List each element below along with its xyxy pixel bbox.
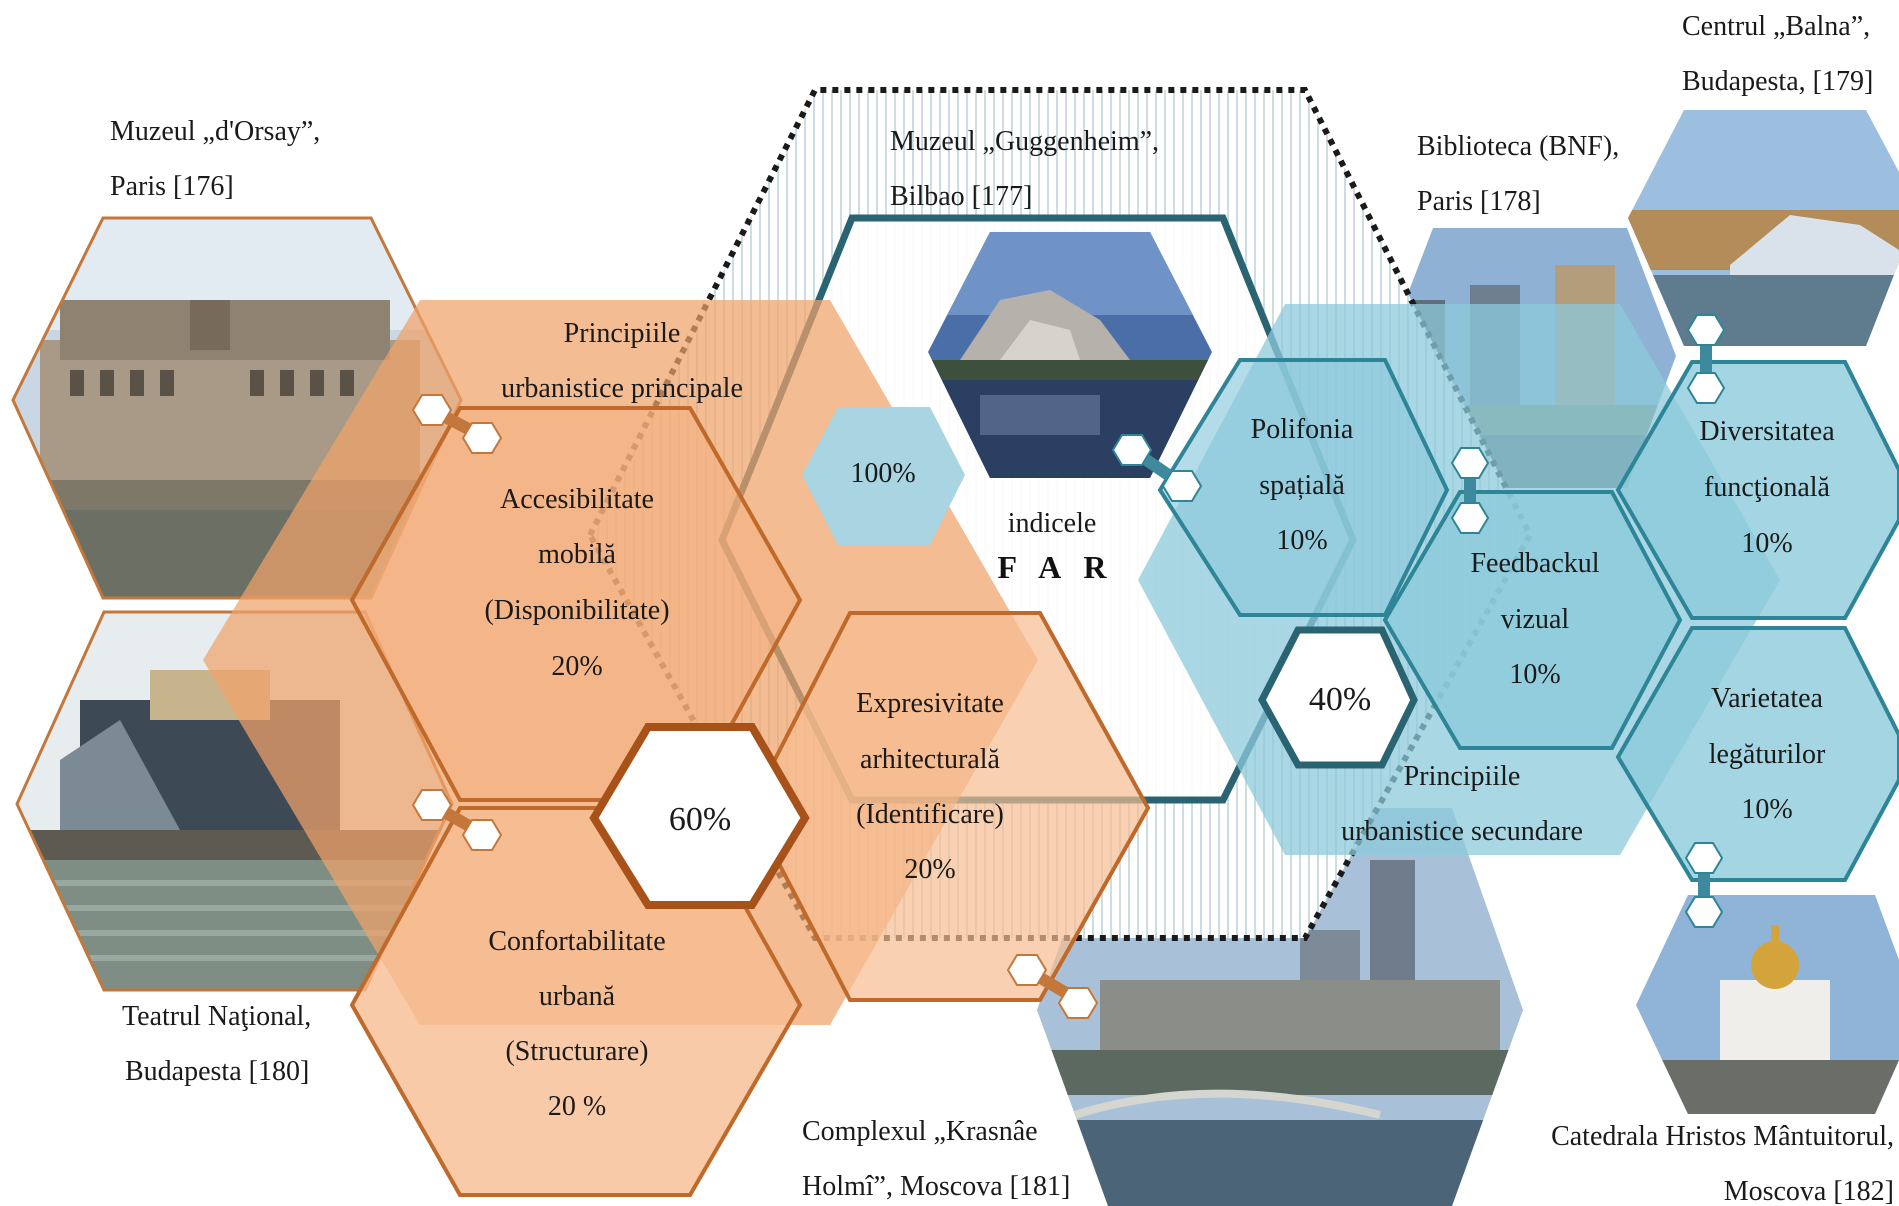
criterion-line1: Polifonia [1251, 414, 1354, 445]
criterion-varietatea: Varietatea legăturilor 10% [1709, 683, 1826, 825]
criterion-line3: (Identificare) [856, 799, 1004, 830]
caption-guggenheim: Muzeul „Guggenheim”, Bilbao [177] [890, 126, 1159, 212]
total-share-label: 100% [850, 458, 915, 489]
primary-share-label: 60% [669, 801, 731, 838]
criterion-line1: Accesibilitate [500, 484, 654, 515]
criterion-line2: funcţională [1704, 472, 1831, 503]
far-index-label: indicele [1008, 508, 1097, 539]
criterion-value: 10% [1741, 528, 1792, 559]
far-index-name: F A R [997, 549, 1114, 585]
caption-bnf: Biblioteca (BNF), Paris [178] [1417, 131, 1619, 217]
caption-krasnae-holmi: Complexul „Krasnâe Holmî”, Moscova [181] [802, 1116, 1070, 1202]
connector-hristos [1684, 842, 1724, 928]
primary-share-hexagon [589, 723, 810, 909]
criterion-accesibilitate: Accesibilitate mobilă (Disponibilitate) … [484, 484, 669, 682]
caption-hristos: Catedrala Hristos Mântuitorul, Moscova [… [1551, 1121, 1894, 1206]
caption-line2: Budapesta, [179] [1682, 66, 1873, 97]
criterion-accesibilitate-hexagon [349, 406, 803, 802]
criterion-value: 20% [551, 651, 602, 682]
criterion-value: 10% [1509, 659, 1560, 690]
criterion-value: 10% [1276, 525, 1327, 556]
total-share-hexagon [802, 407, 965, 545]
caption-line2: Budapesta [180] [125, 1056, 309, 1087]
caption-balna: Centrul „Balna”, Budapesta, [179] [1682, 11, 1873, 97]
caption-line1: Complexul „Krasnâe [802, 1116, 1038, 1147]
criterion-line1: Varietatea [1711, 683, 1823, 714]
criterion-line1: Diversitatea [1699, 416, 1835, 447]
criterion-line2: vizual [1501, 604, 1570, 635]
primary-group-title-line2: urbanistice principale [501, 373, 743, 404]
secondary-share-label: 40% [1309, 681, 1371, 718]
photo-balna [1628, 110, 1899, 346]
caption-line1: Catedrala Hristos Mântuitorul, [1551, 1121, 1894, 1152]
connector-balna [1686, 314, 1726, 404]
criterion-expresivitate-hexagon [747, 611, 1151, 1002]
caption-line1: Muzeul „Guggenheim”, [890, 126, 1159, 157]
caption-line1: Biblioteca (BNF), [1417, 131, 1619, 162]
connector-orsay [411, 394, 503, 454]
criterion-line2: urbană [539, 981, 616, 1012]
caption-line2: Paris [176] [110, 171, 234, 202]
criterion-line1: Expresivitate [856, 688, 1004, 719]
criterion-line1: Feedbackul [1470, 548, 1599, 579]
criterion-line2: arhitecturală [860, 744, 1000, 775]
criterion-line1: Confortabilitate [488, 926, 665, 957]
caption-line2: Bilbao [177] [890, 181, 1032, 212]
caption-line1: Centrul „Balna”, [1682, 11, 1870, 42]
secondary-group-title-line2: urbanistice secundare [1341, 816, 1583, 847]
criterion-line2: legăturilor [1709, 739, 1826, 770]
caption-line1: Muzeul „d'Orsay”, [110, 116, 320, 147]
criterion-varietatea-hexagon [1615, 626, 1899, 882]
criterion-polifonia-hexagon [1157, 358, 1450, 617]
criterion-line2: spațială [1259, 470, 1345, 501]
caption-teatru: Teatrul Naţional, Budapesta [180] [122, 1001, 311, 1087]
primary-group-title-line1: Principiile [564, 318, 681, 349]
connector-krasnae [1006, 954, 1099, 1019]
criterion-value: 20% [904, 854, 955, 885]
criterion-value: 10% [1741, 794, 1792, 825]
secondary-group-title-line1: Principiile [1404, 761, 1521, 792]
photo-hristos [1636, 895, 1899, 1114]
criterion-value: 20 % [548, 1091, 606, 1122]
criterion-expresivitate: Expresivitate arhitecturală (Identificar… [856, 688, 1004, 885]
connector-teatru [411, 789, 503, 851]
secondary-share-hexagon [1258, 626, 1418, 769]
criterion-line3: (Structurare) [505, 1036, 648, 1067]
criterion-feedbackul: Feedbackul vizual 10% [1470, 548, 1599, 690]
caption-line1: Teatrul Naţional, [122, 1001, 311, 1032]
caption-line2: Holmî”, Moscova [181] [802, 1171, 1070, 1202]
criterion-line3: (Disponibilitate) [484, 595, 669, 626]
criterion-diversitatea: Diversitatea funcţională 10% [1699, 416, 1835, 559]
criterion-line2: mobilă [538, 539, 616, 570]
connector-guggenheim [1111, 434, 1203, 502]
caption-line2: Moscova [182] [1724, 1176, 1894, 1206]
caption-orsay: Muzeul „d'Orsay”, Paris [176] [110, 116, 320, 202]
caption-line2: Paris [178] [1417, 186, 1541, 217]
criterion-polifonia: Polifonia spațială 10% [1251, 414, 1354, 556]
criterion-diversitatea-hexagon [1615, 360, 1899, 620]
criterion-confortabilitate: Confortabilitate urbană (Structurare) 20… [488, 926, 665, 1122]
connector-bnf [1450, 447, 1490, 534]
criterion-feedbackul-hexagon [1382, 490, 1683, 750]
photo-guggenheim-overlay [928, 232, 1212, 478]
